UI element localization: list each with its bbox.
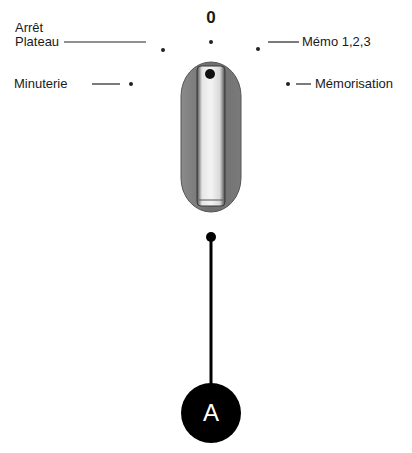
callout-leader [206, 232, 216, 384]
position-label: Mémorisation [315, 77, 393, 91]
callout-circle: A [181, 383, 241, 443]
callout-letter: A [203, 400, 219, 426]
position-label: Minuterie [14, 77, 67, 91]
selector-knob [181, 62, 241, 212]
zero-position: 0 [206, 9, 215, 27]
position-label: Mémo 1,2,3 [302, 35, 371, 49]
position-label: Arrêt Plateau [15, 21, 63, 49]
